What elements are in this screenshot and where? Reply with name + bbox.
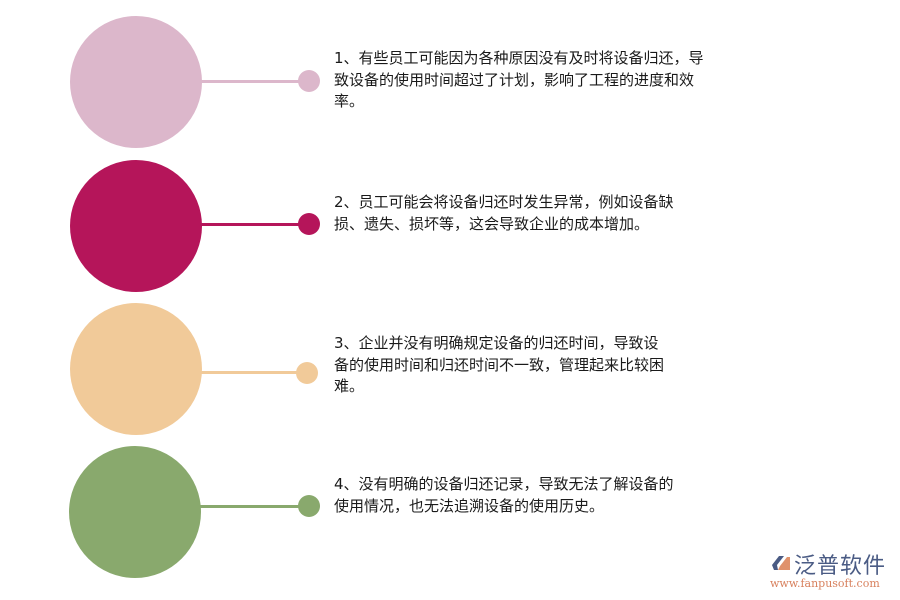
connector-3 — [200, 371, 308, 374]
item-3-text: 3、企业并没有明确规定设备的归还时间，导致设备的使用时间和归还时间不一致，管理起… — [334, 334, 665, 395]
item-1-text: 1、有些员工可能因为各种原因没有及时将设备归还，导致设备的使用时间超过了计划，影… — [334, 49, 704, 110]
item-2-text: 2、员工可能会将设备归还时发生异常，例如设备缺损、遗失、损坏等，这会导致企业的成… — [334, 193, 674, 233]
dot-4 — [298, 495, 320, 517]
dot-1 — [298, 70, 320, 92]
logo-name: 泛普软件 — [794, 554, 887, 579]
fanpu-logo-icon — [772, 556, 790, 570]
circle-1 — [70, 16, 202, 148]
item-4-text: 4、没有明确的设备归还记录，导致无法了解设备的使用情况，也无法追溯设备的使用历史… — [334, 475, 674, 515]
circle-4 — [69, 446, 201, 578]
connector-2 — [200, 223, 310, 226]
connector-4 — [199, 505, 309, 508]
circle-3 — [70, 303, 202, 435]
circle-2 — [70, 160, 202, 292]
connector-1 — [200, 80, 310, 83]
dot-3 — [296, 362, 318, 384]
dot-2 — [298, 213, 320, 235]
fanpu-logo: 泛普软件 www.fanpusoft.com — [768, 550, 893, 595]
logo-url: www.fanpusoft.com — [770, 577, 880, 590]
